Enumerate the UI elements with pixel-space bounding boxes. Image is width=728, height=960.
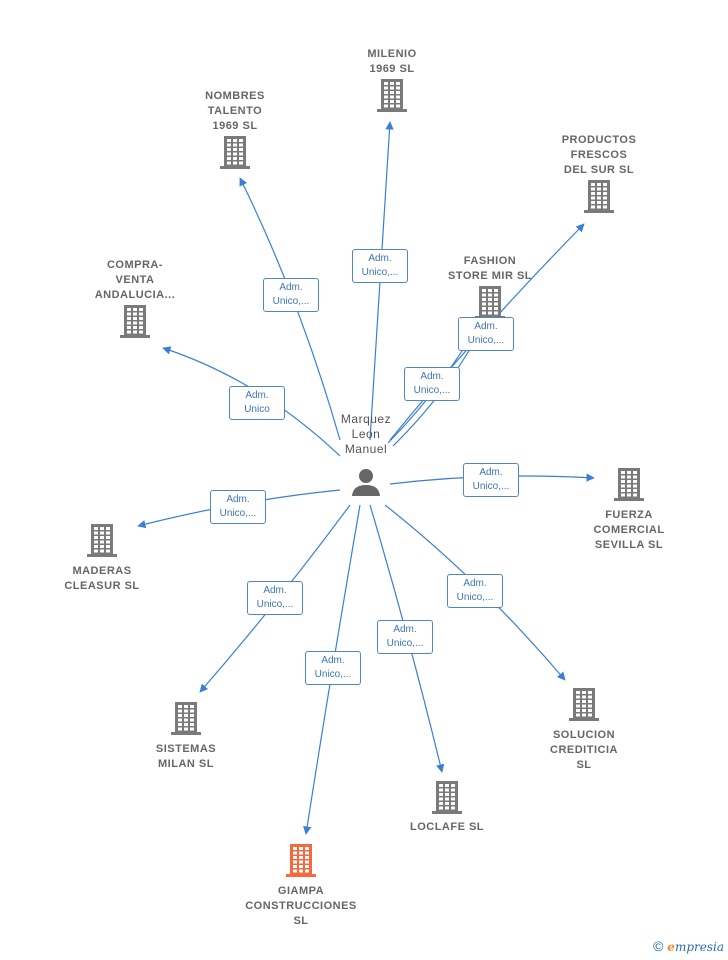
- edge-label-giampa[interactable]: Adm.Unico,...: [305, 651, 361, 685]
- building-icon: [87, 524, 117, 557]
- building-icon: [220, 136, 250, 169]
- edge-label-sistemas-milan[interactable]: Adm.Unico,...: [247, 581, 303, 615]
- building-icon: [432, 781, 462, 814]
- edge-label-loclafe[interactable]: Adm.Unico,...: [377, 620, 433, 654]
- edge-label-fashion-store[interactable]: Adm.Unico,...: [404, 367, 460, 401]
- edge-label-productos-frescos[interactable]: Adm.Unico,...: [458, 317, 514, 351]
- building-icon: [120, 305, 150, 338]
- building-icon: [286, 844, 316, 877]
- edge-label-nombres-talento[interactable]: Adm.Unico,...: [263, 278, 319, 312]
- person-icon: [352, 469, 380, 496]
- edge-label-milenio[interactable]: Adm.Unico,...: [352, 249, 408, 283]
- building-icon: [569, 688, 599, 721]
- person-node-center[interactable]: Marquez Leon Manuel: [328, 412, 404, 497]
- edge-label-maderas-cleasur[interactable]: Adm.Unico,...: [210, 490, 266, 524]
- person-name: Marquez Leon Manuel: [340, 412, 392, 456]
- building-icon: [377, 79, 407, 112]
- building-icon: [171, 702, 201, 735]
- edge-label-solucion-crediticia[interactable]: Adm.Unico,...: [447, 574, 503, 608]
- copyright-symbol: ©: [653, 938, 664, 954]
- edge-label-fuerza-comercial[interactable]: Adm.Unico,...: [463, 463, 519, 497]
- empresia-logo: © empresia: [653, 938, 724, 954]
- building-icon: [475, 286, 505, 319]
- building-icon: [614, 468, 644, 501]
- building-icon: [584, 180, 614, 213]
- company-node-loclafe[interactable]: LOCLAFE SL: [402, 779, 492, 835]
- edge-label-compra-venta[interactable]: Adm.Unico: [229, 386, 285, 420]
